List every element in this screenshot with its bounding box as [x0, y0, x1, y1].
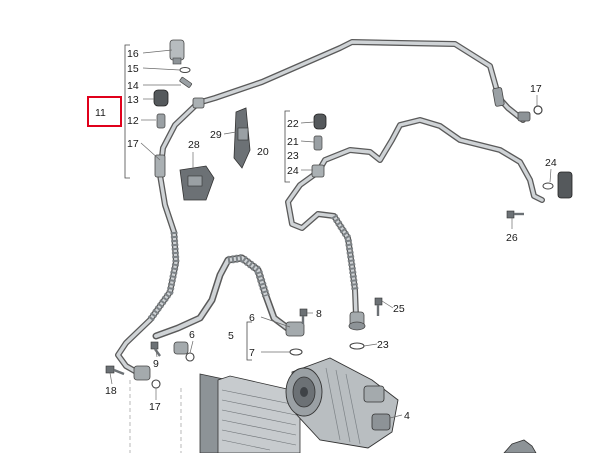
- refrigerant-pipe-upper: [195, 39, 531, 123]
- refrigerant-pipe-left-descending: [115, 97, 205, 377]
- valve-core-14: [179, 76, 193, 88]
- callout-11: 11: [95, 107, 106, 119]
- o-ring-6: [185, 352, 195, 362]
- valve-12: [156, 113, 166, 129]
- bolt-18: [105, 365, 125, 376]
- callout-14: 14: [127, 80, 139, 92]
- callout-23-lower: 23: [377, 339, 389, 351]
- callout-labels: 11 16 15 14 13 12 17 28 29 20 22 21 23 2…: [95, 48, 557, 422]
- callout-5: 5: [228, 330, 234, 342]
- callout-6-lower: 6: [189, 329, 195, 341]
- callout-16: 16: [127, 48, 139, 60]
- bolt-26: [506, 210, 524, 219]
- cap-22: [313, 113, 327, 130]
- o-ring-17-bottom: [151, 379, 161, 389]
- bracket-11-group: [124, 44, 181, 179]
- bolt-9: [150, 341, 161, 357]
- callout-21: 21: [287, 136, 299, 148]
- callout-7: 7: [249, 347, 255, 359]
- o-ring-15: [179, 67, 191, 73]
- callout-13: 13: [127, 94, 139, 106]
- callout-23-upper: 23: [287, 150, 299, 162]
- o-ring-17-right: [533, 105, 543, 115]
- ac-compressor: [285, 357, 399, 449]
- callout-18: 18: [105, 385, 117, 397]
- cap-13: [153, 89, 169, 107]
- callout-17-bottom: 17: [149, 401, 161, 413]
- refrigerant-hose-middle: [152, 253, 305, 355]
- fitting-block-left: [133, 365, 151, 381]
- callout-28: 28: [188, 139, 200, 151]
- sensor-24: [542, 171, 573, 199]
- callout-26: 26: [506, 232, 518, 244]
- callout-4: 4: [404, 410, 410, 422]
- alignment-dash-lines: [129, 380, 182, 453]
- callout-22: 22: [287, 118, 299, 130]
- o-ring-23: [349, 342, 365, 350]
- leader-lines-misc: [109, 95, 552, 419]
- callout-25: 25: [393, 303, 405, 315]
- bracket-5-group: [246, 316, 291, 361]
- callout-6-middle: 6: [249, 312, 255, 324]
- valve-21: [313, 135, 323, 151]
- callout-24-upper: 24: [287, 165, 299, 177]
- bracket-28: [179, 165, 215, 201]
- callout-17-left: 17: [127, 138, 139, 150]
- o-ring-7: [289, 348, 303, 356]
- callout-29: 29: [210, 129, 222, 141]
- bracket-20-group: [284, 110, 315, 183]
- bolt-25: [374, 297, 383, 316]
- callout-24-right: 24: [545, 157, 557, 169]
- bolt-8: [299, 308, 308, 324]
- callout-9: 9: [153, 358, 159, 370]
- refrigerant-pipe-right: [285, 117, 545, 331]
- part-fragment-bottom-right: [503, 439, 537, 453]
- callout-8: 8: [316, 308, 322, 320]
- callout-20: 20: [257, 146, 269, 158]
- callout-15: 15: [127, 63, 139, 75]
- callout-12: 12: [127, 115, 139, 127]
- callout-17-right: 17: [530, 83, 542, 95]
- highlight-box-11: [87, 96, 122, 127]
- pressure-switch-16: [169, 39, 185, 65]
- holder-29: [233, 107, 251, 169]
- condenser: [199, 373, 301, 453]
